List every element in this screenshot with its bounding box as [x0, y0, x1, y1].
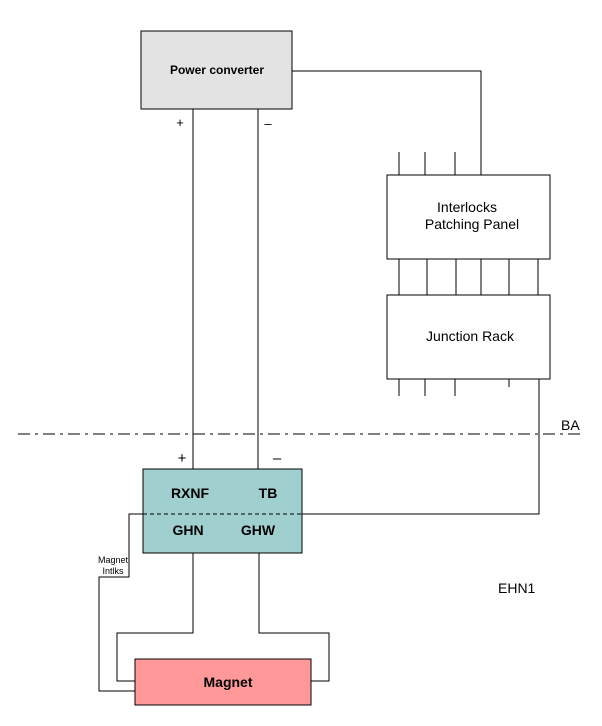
- ghn-label: GHN: [172, 522, 203, 538]
- magnet-intlks-label-line1: Magnet: [98, 555, 129, 565]
- magnet-box[interactable]: [134, 658, 312, 706]
- zone-ehn1-label: EHN1: [498, 580, 536, 596]
- power-converter-label: Power converter: [170, 63, 264, 77]
- converter-plus-label: +: [176, 115, 184, 130]
- interlocks-label-line2: Patching Panel: [425, 216, 519, 232]
- tb-label: TB: [259, 485, 278, 501]
- magnet-cable-left: [116, 553, 194, 682]
- magnet-interlock-line: [98, 513, 143, 692]
- magnet-label: Magnet: [204, 674, 253, 690]
- junction-rack[interactable]: [386, 294, 551, 380]
- terminal-minus-label: –: [273, 450, 282, 467]
- terminal-plus-label: +: [178, 450, 187, 467]
- magnet-intlks-label-line2: Intlks: [102, 566, 124, 576]
- ghw-label: GHW: [241, 522, 276, 538]
- zone-ba-label: BA: [561, 417, 580, 433]
- junction-rack-label: Junction Rack: [426, 328, 515, 344]
- converter-interlock-line: [292, 70, 482, 175]
- interlocks-label-line1: Interlocks: [437, 199, 497, 215]
- interlocks-patching-panel[interactable]: [386, 174, 551, 260]
- power-converter-box[interactable]: [140, 30, 293, 110]
- magnet-cable-right: [258, 553, 330, 682]
- converter-minus-label: –: [264, 116, 272, 131]
- rack-terminal-line: [302, 379, 540, 515]
- terminal-box[interactable]: [142, 468, 303, 554]
- rxnf-label: RXNF: [171, 485, 210, 501]
